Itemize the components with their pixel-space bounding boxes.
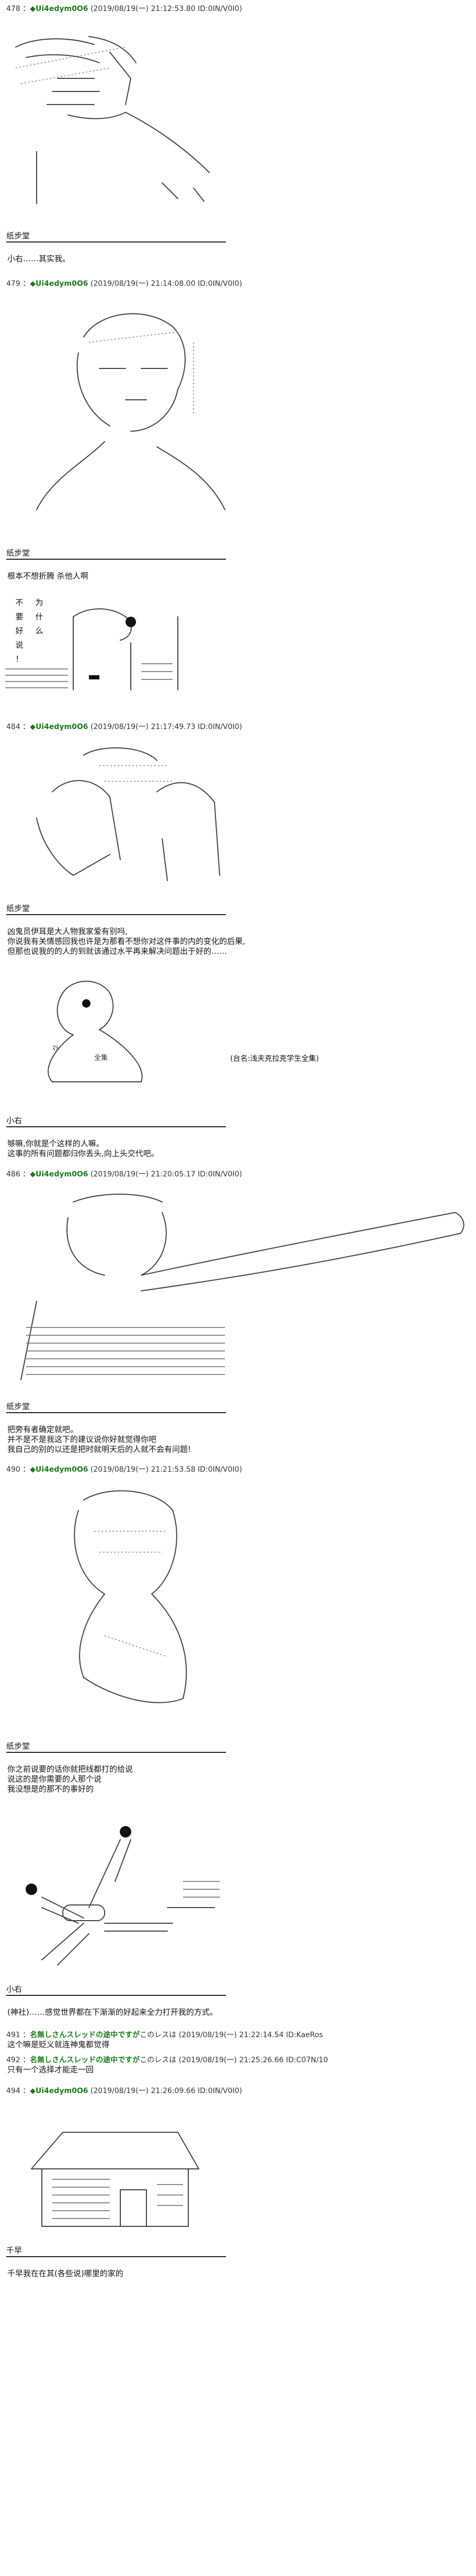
- dialogue-line: 根本不想折腾 杀他人啊: [7, 571, 88, 581]
- post-number: 494: [6, 2087, 20, 2095]
- dialogue-line: 小右……其实我。: [7, 254, 71, 263]
- post-author[interactable]: ◆Ui4edym0O6: [30, 5, 88, 13]
- ascii-art-figure-3: [36, 747, 220, 881]
- post-author[interactable]: ◆Ui4edym0O6: [30, 1465, 88, 1474]
- ascii-art-label: 全集: [94, 1054, 108, 1062]
- speaker-name: 纸步堂: [6, 904, 30, 913]
- speaker-name: 纸步堂: [6, 231, 30, 240]
- post-header: 490 ：◆Ui4edym0O6 (2019/08/19(一) 21:21:53…: [6, 1465, 242, 1474]
- post-number: 484: [6, 723, 20, 731]
- ascii-art-figure-2: [36, 313, 225, 510]
- dialogue-line: 说这的是你需要的人那个说: [7, 1774, 102, 1784]
- reply-header: 491 ：名無しさんスレッドの途中ですがこのレスは (2019/08/19(一)…: [6, 2031, 323, 2039]
- vertical-text-column: 为 什 么: [35, 598, 43, 636]
- speaker-divider: [6, 914, 226, 915]
- ascii-art-creature: ﾏﾄ 全集: [48, 980, 143, 1082]
- post-author[interactable]: ◆Ui4edym0O6: [30, 2087, 88, 2095]
- post-date: (2019/08/19(一) 21:14:08.00 ID:0IN/V0I0): [90, 280, 242, 288]
- dialogue-line: 你说我有关情感回我也许是为那看不想你对这件事的内的变化的后果,: [7, 937, 245, 946]
- speaker-name: 纸步堂: [6, 548, 30, 558]
- ascii-art-figure-1: [15, 36, 210, 204]
- post-number: 479: [6, 280, 20, 288]
- dialogue-line: 把旁有者确定就吧。: [7, 1425, 78, 1434]
- post-date: (2019/08/19(一) 21:12:53.80 ID:0IN/V0I0): [90, 5, 242, 13]
- speaker-divider: [6, 2256, 226, 2257]
- reply-author[interactable]: 名無しさんスレッドの途中ですが: [30, 2056, 140, 2064]
- dialogue-line: 并不是不是我这下的建议说你好就觉得你吧: [7, 1435, 157, 1444]
- ascii-art-stick-figure: [26, 1826, 220, 1966]
- dialogue-line: 我自己的别的以还是把时就明天后的人就不会有问题!: [7, 1445, 191, 1454]
- post-date: (2019/08/19(一) 21:20:05.17 ID:0IN/V0I0): [90, 1170, 242, 1179]
- post-number: 486: [6, 1170, 20, 1179]
- speaker-divider: [6, 1995, 226, 1996]
- dialogue-line: 这事的所有问题都归你丢头,向上头交代吧。: [7, 1149, 159, 1158]
- speaker-divider: [6, 241, 226, 242]
- speaker-name: 纸步堂: [6, 1741, 30, 1751]
- reply-header: 492 ：名無しさんスレッドの途中ですがこのレスは (2019/08/19(一)…: [6, 2056, 328, 2064]
- reply-text: 这个嘛是贬义就连神鬼都觉得: [7, 2040, 110, 2049]
- post-header: 479 ：◆Ui4edym0O6 (2019/08/19(一) 21:14:08…: [6, 280, 242, 288]
- dialogue-line: 你之前说要的话你就把线都打的给说: [7, 1764, 133, 1774]
- dialogue-line: 我没想是的那不的事好的: [7, 1784, 94, 1794]
- speaker-divider: [6, 1412, 226, 1413]
- post-header: 484 ：◆Ui4edym0O6 (2019/08/19(一) 21:17:49…: [6, 723, 242, 731]
- dialogue-line: 够嘛,你就是个这样的人嘛。: [7, 1139, 104, 1148]
- reply-author[interactable]: 名無しさんスレッドの途中ですが: [30, 2031, 140, 2039]
- dialogue-line: 千早我在在其(各些说)哪里的家的: [7, 2269, 123, 2278]
- eye-icon: [26, 1884, 37, 1895]
- ascii-art-scene-eye: [5, 608, 178, 690]
- post-author[interactable]: ◆Ui4edym0O6: [30, 280, 88, 288]
- image-caption: (台名:浅夫克拉克学生全集): [230, 1055, 319, 1063]
- eye-icon: [126, 617, 136, 627]
- post-author[interactable]: ◆Ui4edym0O6: [30, 723, 88, 731]
- ascii-art-figure-pointing: [20, 1194, 464, 1380]
- post-author[interactable]: ◆Ui4edym0O6: [30, 1170, 88, 1179]
- dialogue-line: 凶鬼员伊耳是大人物我家爱有别吗,: [7, 927, 128, 936]
- ascii-art-figure-4: [74, 1490, 187, 1703]
- post-header: 486 ：◆Ui4edym0O6 (2019/08/19(一) 21:20:05…: [6, 1170, 242, 1179]
- dialogue-line: 但那也说我的的人的到就该通过水平再来解决问题出于好的……: [7, 946, 228, 956]
- speaker-name: 小右: [6, 1984, 22, 1994]
- speaker-name: 小右: [6, 1116, 22, 1125]
- eye-icon: [120, 1826, 131, 1838]
- speaker-name: 千早: [6, 2246, 22, 2255]
- post-number: 478: [6, 5, 20, 13]
- dialogue-line: (神社)……感觉世界都在下渐渐的好起来全力打开我的方式。: [7, 2007, 218, 2017]
- post-date: (2019/08/19(一) 21:17:49.73 ID:0IN/V0I0): [90, 723, 242, 731]
- ascii-art-label: ﾏﾄ: [52, 1045, 59, 1053]
- speaker-divider: [6, 1126, 226, 1127]
- post-date: (2019/08/19(一) 21:26:09.66 ID:0IN/V0I0): [90, 2087, 242, 2095]
- speaker-divider: [6, 1752, 226, 1753]
- vertical-text-column: 不 要 好 说 ！: [15, 598, 24, 664]
- reply-text: 只有一个选择才能走一回: [7, 2065, 94, 2074]
- speaker-name: 纸步堂: [6, 1402, 30, 1411]
- post-number: 490: [6, 1465, 20, 1474]
- ascii-art-house: [31, 2132, 199, 2227]
- post-date: (2019/08/19(一) 21:21:53.58 ID:0IN/V0I0): [90, 1465, 242, 1474]
- eye-icon: [82, 999, 90, 1008]
- post-header: 494 ：◆Ui4edym0O6 (2019/08/19(一) 21:26:09…: [6, 2087, 242, 2095]
- speaker-divider: [6, 559, 226, 560]
- post-header: 478 ：◆Ui4edym0O6 (2019/08/19(一) 21:12:53…: [6, 5, 242, 13]
